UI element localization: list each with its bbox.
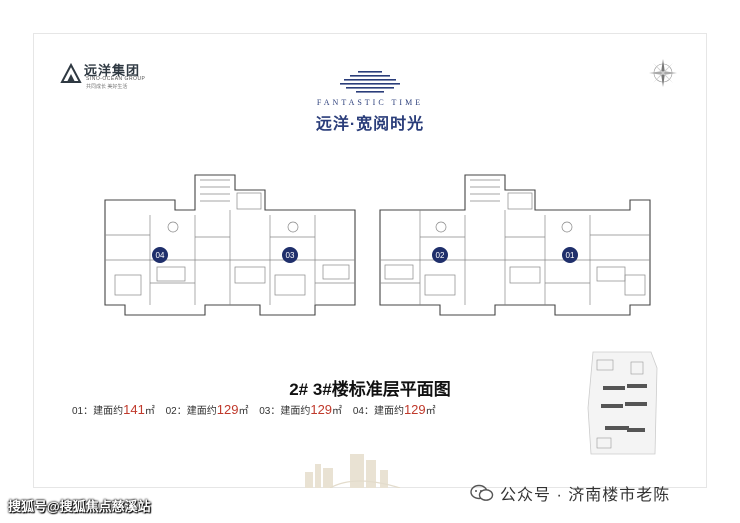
watermark-wechat-text: 公众号 · 济南楼市老陈 xyxy=(500,487,671,504)
brand-name: 远洋集团 xyxy=(84,63,141,78)
unit-area-list: 01：建面约141㎡ 02：建面约129㎡ 03：建面约129㎡ 04：建面约1… xyxy=(72,402,592,417)
unit-area-01: 01：建面约141㎡ xyxy=(72,402,155,417)
brand-slogan: 共同成长 美好生活 xyxy=(86,84,128,90)
unit-marker-03: 03 xyxy=(282,247,298,263)
brand-mark-icon xyxy=(60,62,82,83)
unit-area-04: 04：建面约129㎡ xyxy=(352,402,436,417)
project-title-cn: 远洋·宽阅时光 xyxy=(315,116,425,133)
unit-area-02: 02：建面约129㎡ xyxy=(165,402,249,417)
svg-text:03: 03 xyxy=(286,251,295,260)
skyline-illustration xyxy=(305,454,401,488)
unit-area-03: 03：建面约129㎡ xyxy=(259,402,343,417)
plan-caption: 2# 3#楼标准层平面图 xyxy=(289,380,451,399)
svg-text:02: 02 xyxy=(436,251,445,260)
unit-marker-01: 01 xyxy=(562,247,578,263)
site-key-plan xyxy=(587,351,658,455)
compass-icon xyxy=(649,59,677,87)
svg-text:01: 01 xyxy=(566,251,575,260)
brand-name-en: SINO-OCEAN GROUP xyxy=(86,76,146,82)
floor-plan: 04 03 02 01 xyxy=(104,174,651,316)
project-title-en: FANTASTIC TIME xyxy=(316,98,424,107)
watermark-sohu: 搜狐号@搜狐焦点慈溪站 xyxy=(8,499,151,514)
watermark-wechat: 公众号 · 济南楼市老陈 xyxy=(470,481,670,505)
brand-logo: 远洋集团 SINO-OCEAN GROUP 共同成长 美好生活 xyxy=(60,60,170,90)
project-emblem-icon xyxy=(340,71,400,93)
project-title: FANTASTIC TIME 远洋·宽阅时光 xyxy=(300,70,440,134)
wechat-icon xyxy=(470,484,494,501)
unit-marker-02: 02 xyxy=(432,247,448,263)
svg-text:04: 04 xyxy=(156,251,165,260)
unit-marker-04: 04 xyxy=(152,247,168,263)
